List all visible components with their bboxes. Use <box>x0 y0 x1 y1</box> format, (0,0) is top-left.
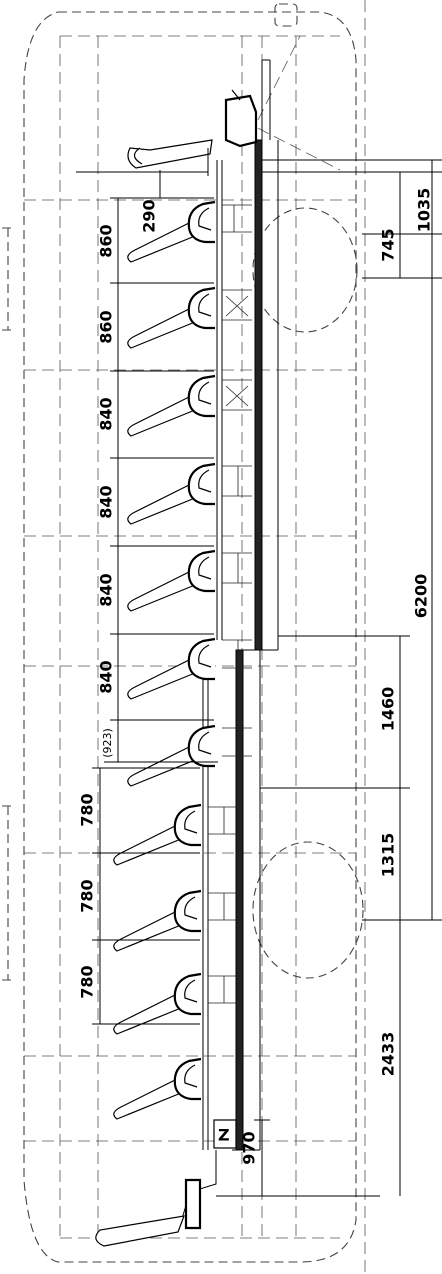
passenger-seat-10 <box>113 972 202 1035</box>
rear-wheel-arch <box>252 841 364 979</box>
lower-spacing-3: 780 <box>78 965 97 998</box>
right-dimension-chain: 1035 745 6200 1460 1315 2433 <box>260 159 442 1196</box>
upper-deck-dimension-chain: 860 860 840 840 840 840 (923) <box>97 197 218 763</box>
upper-spacing-3: 840 <box>97 397 116 430</box>
dimension-2433: 2433 <box>379 1032 398 1077</box>
passenger-seat-3 <box>127 374 216 437</box>
passenger-seat-8 <box>113 803 202 866</box>
upper-spacing-1: 860 <box>97 224 116 257</box>
wheel-arches <box>252 207 364 979</box>
step-height-dimension: 970 <box>240 1119 270 1196</box>
upper-spacing-2: 860 <box>97 310 116 343</box>
driver-seat <box>76 89 258 176</box>
front-offset-dimension: 290 <box>140 170 175 233</box>
bus-body-outline <box>2 3 357 1263</box>
upper-spacing-5: 840 <box>97 573 116 606</box>
passenger-seat-2 <box>127 286 216 349</box>
lower-deck-dimension-chain: 780 780 780 <box>78 767 200 1025</box>
upper-spacing-7: (923) <box>101 728 114 758</box>
passenger-seat-11 <box>113 1057 202 1120</box>
dimension-1035: 1035 <box>415 188 434 233</box>
upper-spacing-4: 840 <box>97 485 116 518</box>
dimension-1460: 1460 <box>379 687 398 732</box>
passenger-seat-1 <box>127 200 216 263</box>
step-height-label: 970 <box>240 1131 259 1164</box>
front-wheel-arch <box>252 207 358 333</box>
stair-and-door: Z <box>95 1119 380 1247</box>
upper-spacing-6: 840 <box>97 660 116 693</box>
door-marker-box <box>213 1119 237 1149</box>
door-marker-label: Z <box>218 1126 230 1145</box>
dimension-6200: 6200 <box>412 574 431 619</box>
dimension-745: 745 <box>379 228 398 261</box>
passenger-seat-7 <box>127 724 216 787</box>
passenger-seat-6 <box>127 637 216 700</box>
passenger-seat-rows <box>113 200 216 1120</box>
dimension-1315: 1315 <box>379 833 398 878</box>
seat-frames <box>208 204 252 1004</box>
seats <box>76 89 258 176</box>
floor-structure <box>202 59 279 1151</box>
lower-spacing-2: 780 <box>78 879 97 912</box>
front-offset-label: 290 <box>140 199 159 232</box>
lower-spacing-1: 780 <box>78 793 97 826</box>
dashed-grid <box>24 0 366 1274</box>
passenger-seat-9 <box>113 889 202 952</box>
passenger-seat-5 <box>127 549 216 612</box>
passenger-seat-4 <box>127 462 216 525</box>
